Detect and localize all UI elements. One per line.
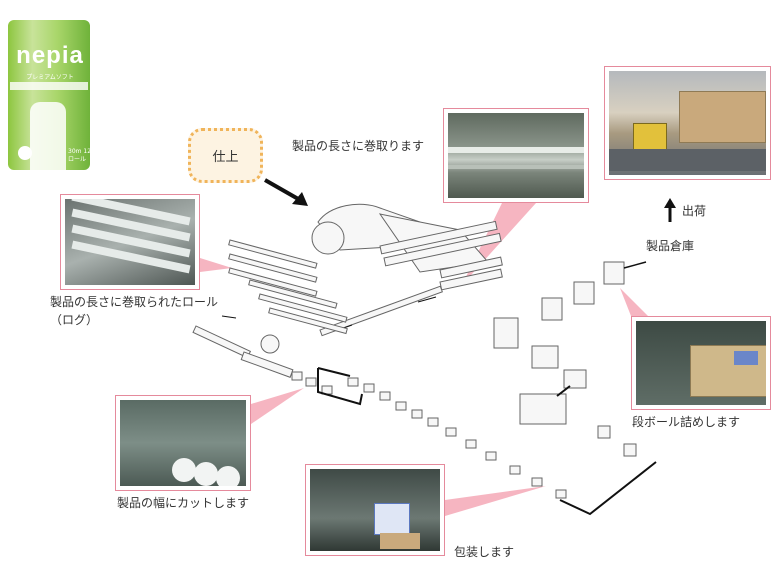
label-log-line2: （ログ）	[50, 313, 99, 327]
boxing-machine	[493, 261, 637, 457]
label-boxing: 段ボール詰めします	[632, 415, 741, 429]
loop-path	[317, 367, 363, 406]
boxing-arrow	[556, 385, 571, 397]
finish-label: 仕上	[212, 150, 239, 165]
callout-log	[200, 258, 232, 272]
photo-packing	[305, 464, 445, 556]
photo-warehouse	[604, 66, 771, 180]
shipping-arrow-icon	[664, 198, 676, 222]
photo-cutting	[115, 395, 251, 491]
photo-log-rolls	[60, 194, 200, 290]
callout-boxing	[620, 288, 648, 316]
label-winding: 製品の長さに巻取ります	[292, 139, 425, 153]
package-t-shape	[30, 102, 66, 170]
leaf-icon	[18, 146, 32, 160]
log-rod	[319, 285, 443, 337]
photo-boxing	[631, 316, 771, 410]
product-subtitle: プレミアムソフト	[26, 74, 74, 81]
callout-packing	[445, 486, 546, 516]
warehouse-pointer	[623, 261, 647, 269]
label-warehouse: 製品倉庫	[646, 239, 695, 253]
return-path	[559, 461, 657, 516]
winding-machine	[311, 203, 503, 291]
package-stripe	[10, 82, 88, 90]
product-package: nepia プレミアムソフト 30m 12ロール	[6, 20, 92, 170]
photo-winding-machine	[443, 108, 589, 203]
label-log-line1: 製品の長さに巻取られたロール	[50, 295, 219, 309]
roll-count: 30m 12ロール	[68, 148, 92, 163]
brand-logo: nepia	[16, 42, 84, 69]
label-packing: 包装します	[454, 545, 515, 559]
finish-arrow	[264, 178, 308, 206]
cut-rolls-line	[291, 371, 567, 499]
callout-cutting	[251, 388, 304, 424]
finish-badge: 仕上	[188, 128, 263, 183]
label-cutting: 製品の幅にカットします	[117, 496, 250, 510]
cutter-conveyor	[192, 315, 294, 378]
label-shipping: 出荷	[682, 204, 707, 218]
log-racks	[228, 239, 348, 335]
